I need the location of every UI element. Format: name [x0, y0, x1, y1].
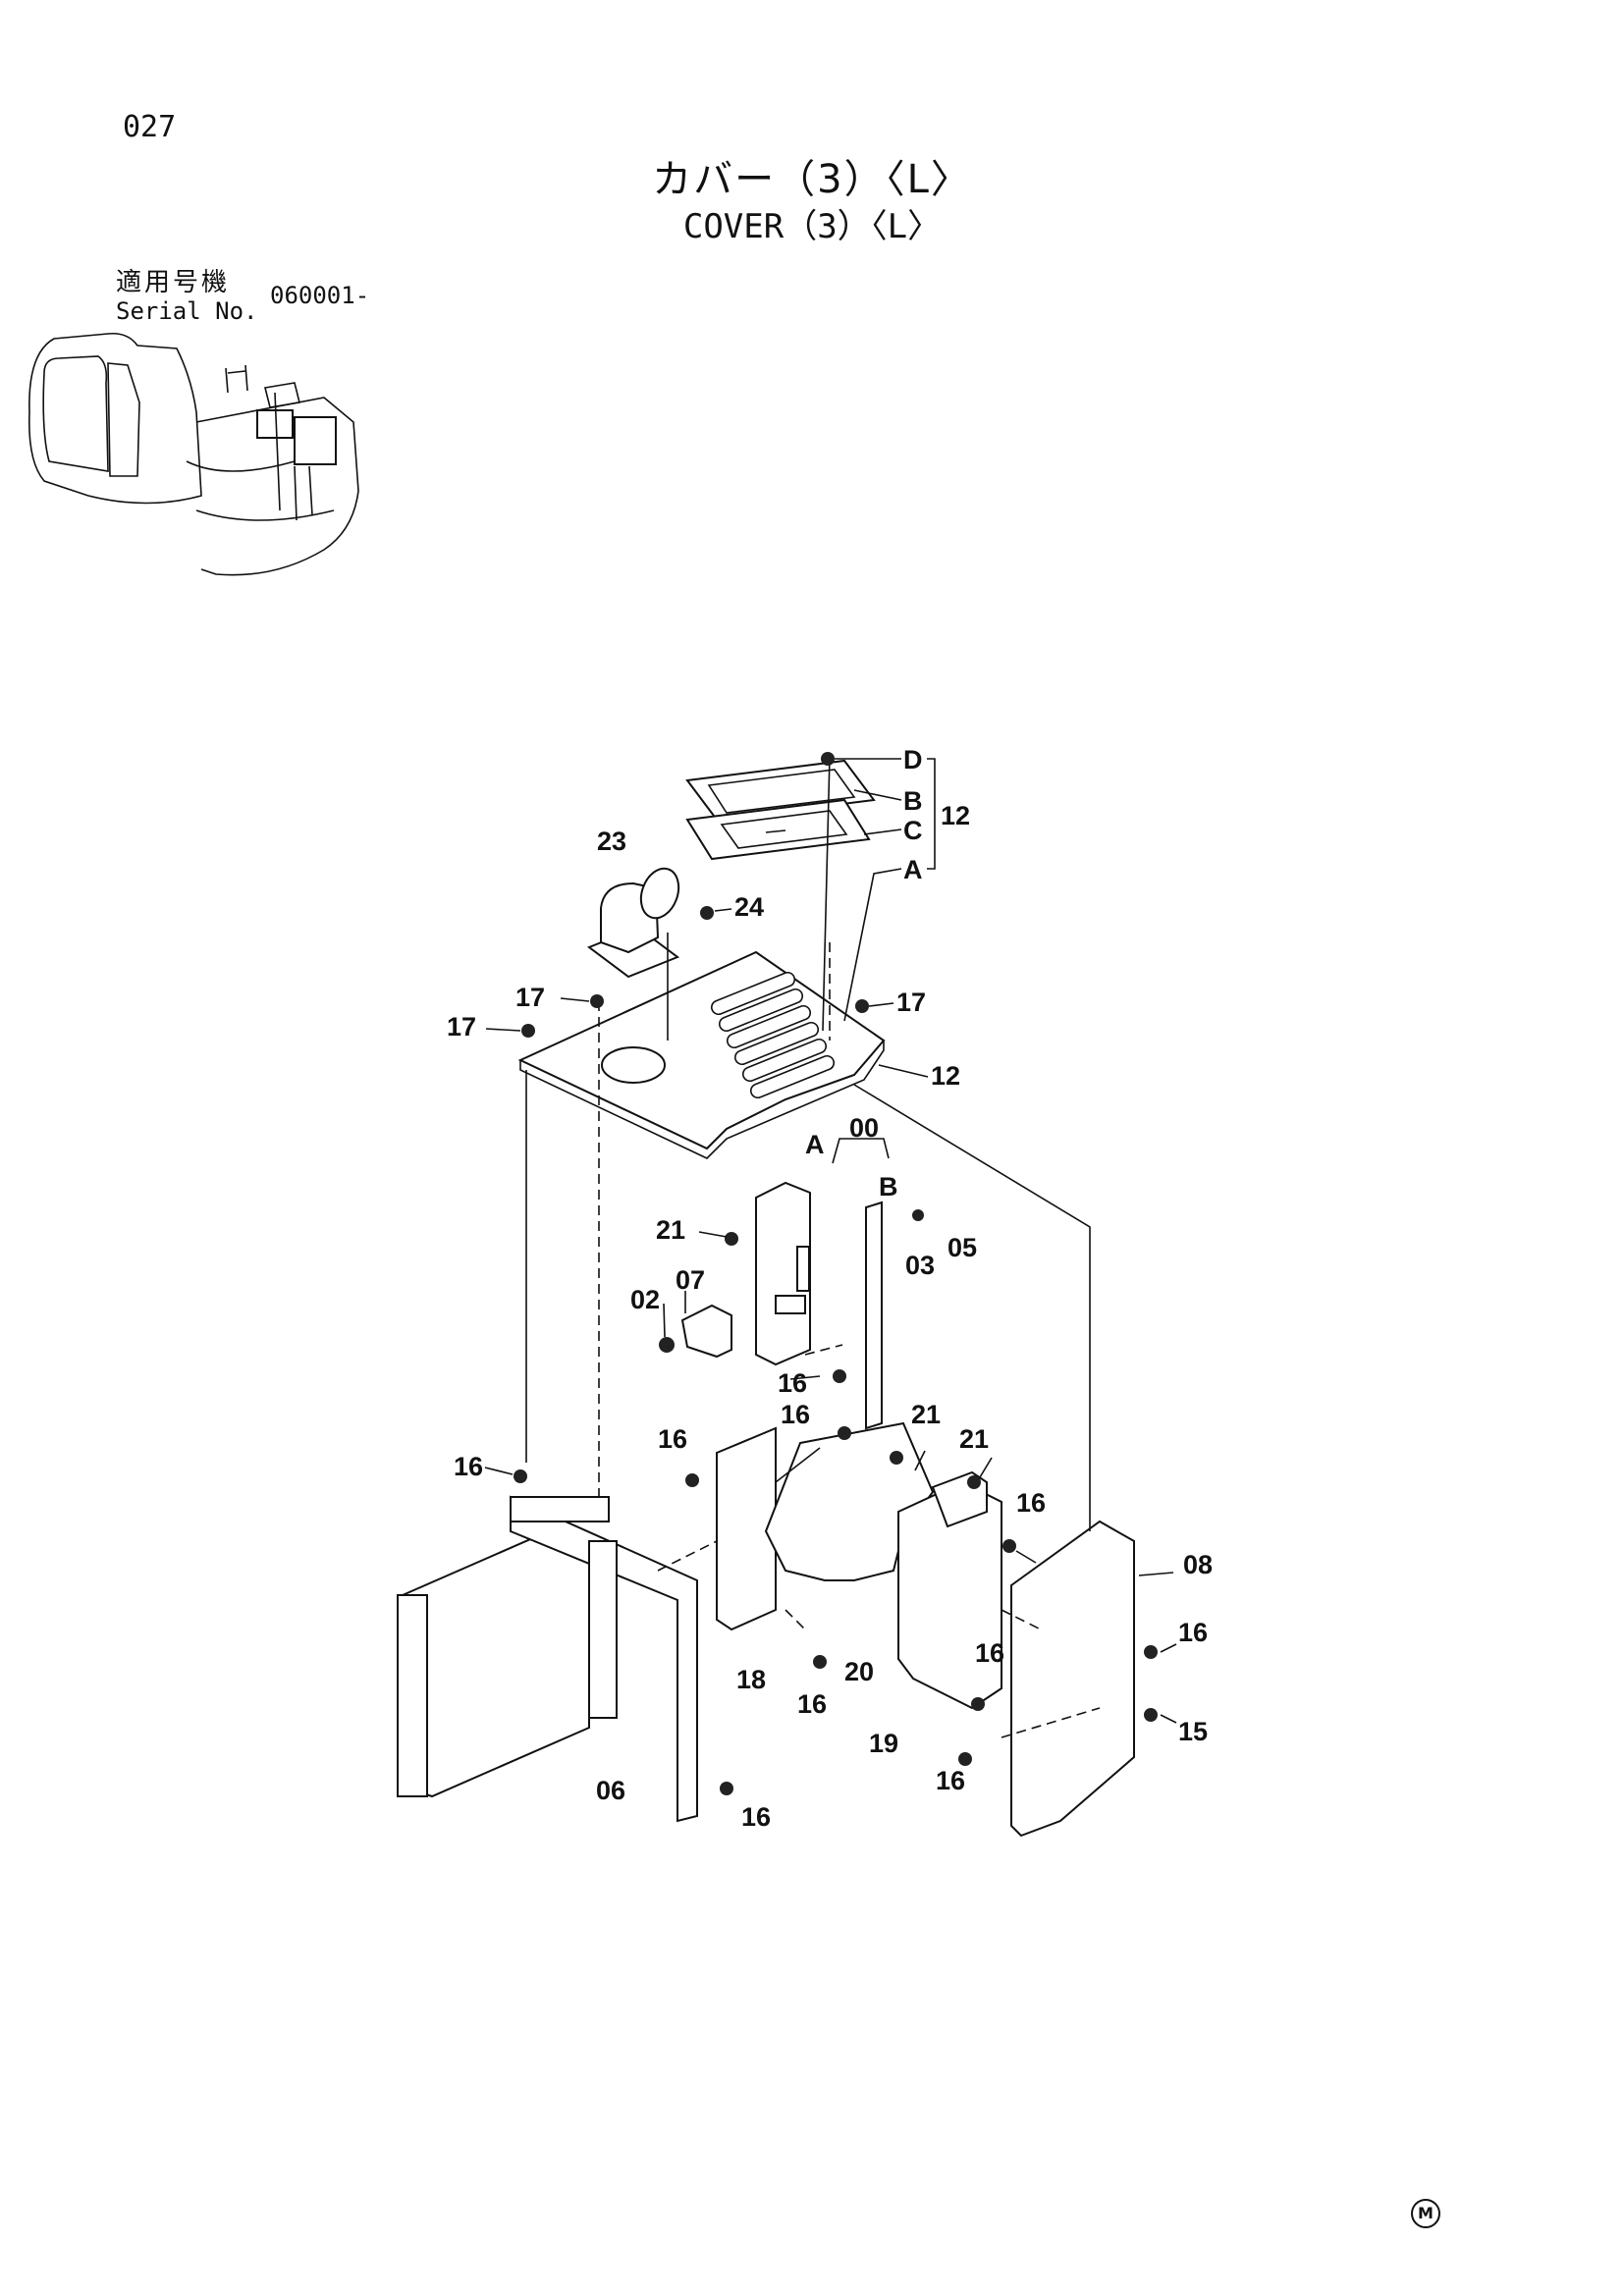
callout-21-b: 21 — [911, 1400, 941, 1429]
vent-slots — [710, 971, 836, 1099]
side-panel-08 — [1010, 1520, 1135, 1838]
callout-21-a: 21 — [656, 1215, 685, 1245]
callout-16-b: 16 — [658, 1424, 687, 1454]
callout-a-top: A — [903, 855, 923, 884]
callout-16-e: 16 — [1016, 1488, 1046, 1518]
callout-17-b: 17 — [447, 1012, 476, 1041]
callout-16-d: 16 — [454, 1452, 483, 1481]
callout-05: 05 — [947, 1233, 977, 1262]
callout-16-c: 16 — [781, 1400, 810, 1429]
bracket-07 — [680, 1304, 732, 1359]
callout-06: 06 — [596, 1776, 625, 1805]
callout-b-top: B — [903, 786, 923, 816]
callout-15: 15 — [1178, 1717, 1208, 1746]
left-side-panel-frame — [397, 1495, 698, 1823]
callout-08: 08 — [1183, 1550, 1213, 1579]
callout-leaders — [484, 758, 1177, 1724]
page-title-english: COVER（3）〈L〉 — [682, 207, 942, 246]
serial-label-japanese: 適用号機 — [116, 268, 231, 297]
m-mark-symbol: M — [1411, 2199, 1440, 2228]
channel-cover-20 — [764, 1421, 935, 1581]
top-cover-plate — [517, 950, 886, 1159]
callout-20: 20 — [844, 1657, 874, 1686]
assembly-leader-lines — [525, 755, 1101, 1738]
callout-03: 03 — [905, 1251, 935, 1280]
callout-labels: D B C A 12 23 24 17 17 17 12 A 00 B 21 0… — [447, 745, 1213, 1832]
callout-12-plate: 12 — [931, 1061, 960, 1091]
callout-16-a: 16 — [778, 1368, 807, 1398]
callout-24: 24 — [734, 892, 764, 922]
callout-12-group: 12 — [941, 801, 970, 830]
callout-02: 02 — [630, 1285, 660, 1314]
bracket-18 — [716, 1426, 777, 1631]
excavator-outline — [27, 332, 359, 576]
callout-17-a: 17 — [515, 983, 545, 1012]
callout-19: 19 — [869, 1729, 898, 1758]
intake-duct — [586, 867, 680, 979]
callout-16-g: 16 — [975, 1638, 1004, 1668]
callout-16-f: 16 — [1178, 1618, 1208, 1647]
callout-16-k: 16 — [741, 1802, 771, 1832]
serial-number-value: 060001- — [270, 282, 370, 309]
callout-17-c: 17 — [896, 988, 926, 1017]
callout-16-j: 16 — [936, 1766, 965, 1795]
callout-00: 00 — [849, 1113, 879, 1143]
callout-18: 18 — [736, 1665, 766, 1694]
bolt-fasteners — [514, 752, 1158, 1795]
callout-b-mid: B — [879, 1172, 898, 1201]
callout-d: D — [903, 745, 923, 774]
callout-21-c: 21 — [959, 1424, 989, 1454]
serial-label-english: Serial No. — [116, 297, 258, 325]
page-number: 027 — [123, 110, 177, 144]
callout-16-h: 16 — [797, 1689, 827, 1719]
vertical-bracket-assembly — [755, 1181, 883, 1430]
inspection-cover-assembly — [685, 759, 876, 861]
callout-c: C — [903, 816, 923, 845]
callout-a-mid: A — [805, 1130, 825, 1159]
callout-23: 23 — [597, 827, 626, 856]
callout-07: 07 — [676, 1265, 705, 1295]
page-title-japanese: カバー（3）〈L〉 — [652, 157, 972, 202]
